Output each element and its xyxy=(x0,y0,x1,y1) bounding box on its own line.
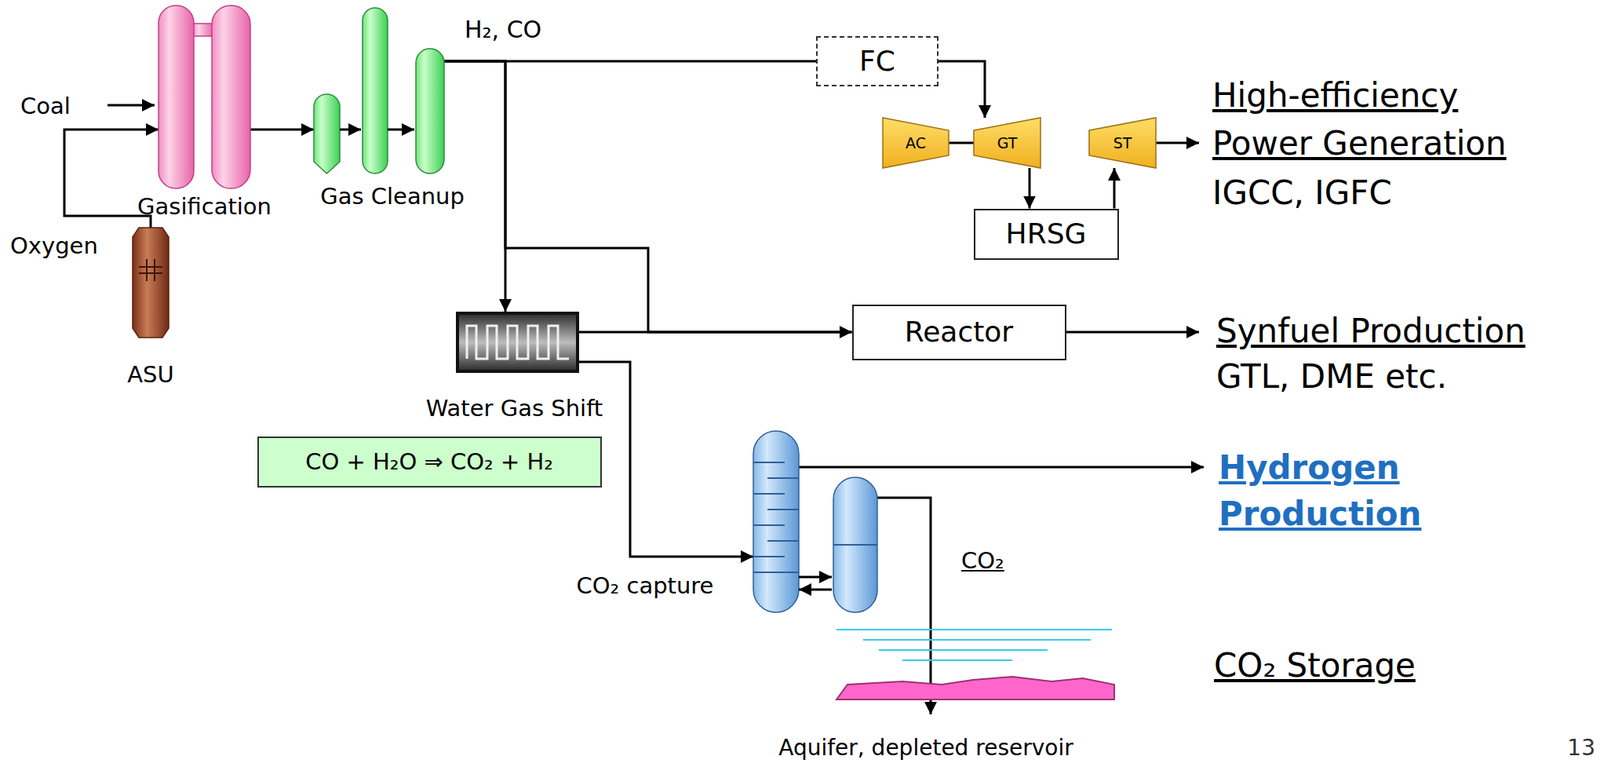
feed-label: Oxygen xyxy=(10,232,99,260)
water-line xyxy=(902,659,1013,661)
node-label: CO + H₂O ⇒ CO₂ + H₂ xyxy=(305,448,554,476)
feed-label: Coal xyxy=(20,92,71,121)
asu-column xyxy=(132,227,169,338)
scrubber-column xyxy=(362,7,388,174)
flow-connector xyxy=(579,361,754,557)
product-detail: IGCC, IGFC xyxy=(1212,169,1393,218)
co2-capture-columns: CO₂ capture xyxy=(753,430,878,613)
product-heading: CO₂ Storage xyxy=(1213,641,1416,690)
absorber-trays xyxy=(753,462,799,557)
node-label: AC xyxy=(905,134,926,153)
node-label: FC xyxy=(859,43,896,78)
steam-turbine-symbol: ST xyxy=(1089,117,1156,168)
vessel-duct xyxy=(192,23,214,37)
water-surface xyxy=(836,629,1112,660)
unit-shape xyxy=(132,227,169,338)
flow-connector xyxy=(250,128,314,132)
flow-connector xyxy=(444,61,853,332)
synfuel-output-line xyxy=(1066,331,1200,334)
node-label: GT xyxy=(997,134,1018,153)
absorber-tray xyxy=(753,571,799,573)
stripper-tray xyxy=(833,543,878,546)
node-label: ST xyxy=(1113,134,1133,153)
gasifier-column xyxy=(158,5,194,189)
water-line xyxy=(836,628,1112,631)
product-heading: Hydrogen Production xyxy=(1218,444,1517,538)
flow-connector xyxy=(579,331,853,334)
node-label: Reactor xyxy=(904,314,1014,349)
page-number: 13 xyxy=(1567,734,1596,762)
solvent-arrow xyxy=(798,575,832,579)
flow-connector xyxy=(1113,167,1116,209)
stream-label: H₂, CO xyxy=(464,15,542,44)
unit-shape xyxy=(753,430,878,613)
hrsg-box: HRSG xyxy=(973,208,1119,260)
hydrogen-output-line xyxy=(798,466,1204,469)
unit-caption: Gas Cleanup xyxy=(320,182,465,211)
absorber-column xyxy=(753,430,799,613)
gasifier-column xyxy=(211,5,251,189)
unit-caption: CO₂ capture xyxy=(576,572,715,600)
product-heading: High-efficiency Power Generation xyxy=(1212,72,1558,168)
flow-connector xyxy=(938,61,985,118)
storage-note: Aquifer, depleted reservoir xyxy=(778,734,1073,762)
unit-shape xyxy=(313,7,445,174)
flow-connector xyxy=(948,142,974,145)
turbine-shape xyxy=(1089,117,1156,168)
scrubber-column xyxy=(415,48,445,174)
shift-reactor: Water Gas Shift xyxy=(455,311,580,373)
product-detail: GTL, DME etc. xyxy=(1216,353,1447,401)
water-line xyxy=(878,648,1048,651)
gasifier-vessel: Gasification xyxy=(158,5,251,189)
unit-caption: ASU xyxy=(127,360,174,389)
flow-arrow xyxy=(339,128,361,132)
turbine-shape xyxy=(882,117,949,168)
air-separation-unit: ASU xyxy=(132,227,169,338)
shift-reactor-body xyxy=(457,313,578,372)
unit-caption: Gasification xyxy=(137,193,272,221)
flow-arrow xyxy=(387,128,415,132)
turbine-shape xyxy=(973,117,1041,168)
equation-box: CO + H₂O ⇒ CO₂ + H₂ xyxy=(257,436,602,488)
asu-internals xyxy=(138,258,163,281)
unit-shape xyxy=(158,5,251,189)
catalyst-coil xyxy=(466,325,569,359)
reactor-box: Reactor xyxy=(852,304,1067,361)
storage-reservoir xyxy=(836,676,1115,700)
compressor-symbol: AC xyxy=(882,117,949,168)
gas-cleanup-unit: Gas Cleanup xyxy=(313,7,445,174)
water-line xyxy=(863,638,1091,641)
node-label: HRSG xyxy=(1005,216,1087,251)
product-heading: Synfuel Production xyxy=(1216,307,1526,356)
solvent-arrow xyxy=(798,588,832,591)
stream-label: CO₂ xyxy=(961,546,1005,575)
unit-caption: Water Gas Shift xyxy=(426,394,603,423)
flow-connector xyxy=(1028,167,1032,209)
cyclone-column xyxy=(313,94,340,174)
unit-shape xyxy=(455,311,580,373)
power-output-line xyxy=(1155,142,1200,145)
stripper-column xyxy=(833,477,878,613)
coal-feed-line xyxy=(107,104,155,107)
fuel-cell-box: FC xyxy=(816,36,939,87)
gas-turbine-symbol: GT xyxy=(973,117,1041,168)
